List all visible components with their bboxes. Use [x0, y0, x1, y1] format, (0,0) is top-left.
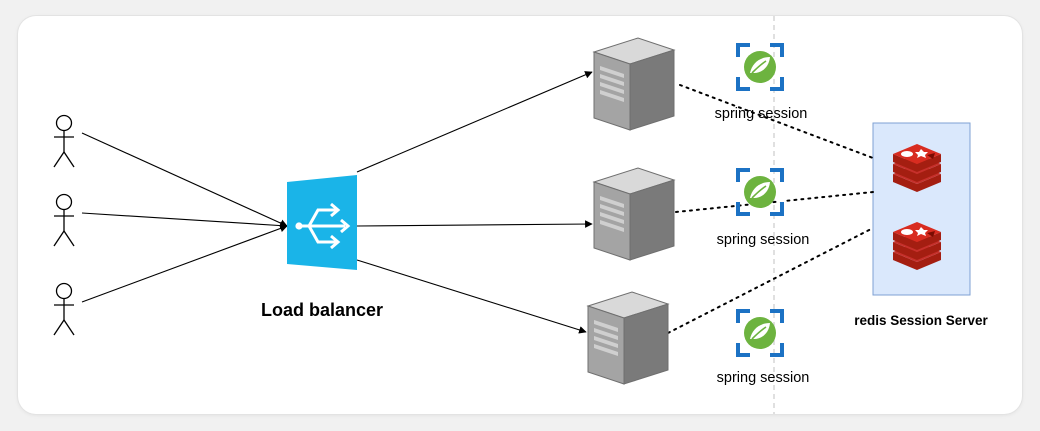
user-icon	[53, 114, 75, 168]
user-connectors	[81, 132, 288, 303]
diagram-canvas	[18, 16, 1022, 414]
redis-server-label: redis Session Server	[854, 313, 988, 328]
load-balancer-label: Load balancer	[261, 300, 383, 320]
lb-connectors	[356, 71, 593, 334]
spring-session-label: spring session	[717, 232, 810, 248]
server-icon	[587, 291, 669, 385]
load-balancer-icon	[287, 175, 357, 270]
server-icon	[593, 167, 675, 261]
spring-session-label: spring session	[715, 106, 808, 122]
spring-icon	[734, 307, 786, 359]
spring-session-label: spring session	[717, 370, 810, 386]
server-icon	[593, 37, 675, 131]
spring-icon	[734, 166, 786, 218]
redis-connectors	[667, 84, 874, 334]
user-icon	[53, 282, 75, 336]
redis-icon	[893, 222, 941, 270]
user-icon	[53, 193, 75, 247]
spring-icon	[734, 41, 786, 93]
redis-icon	[893, 144, 941, 192]
